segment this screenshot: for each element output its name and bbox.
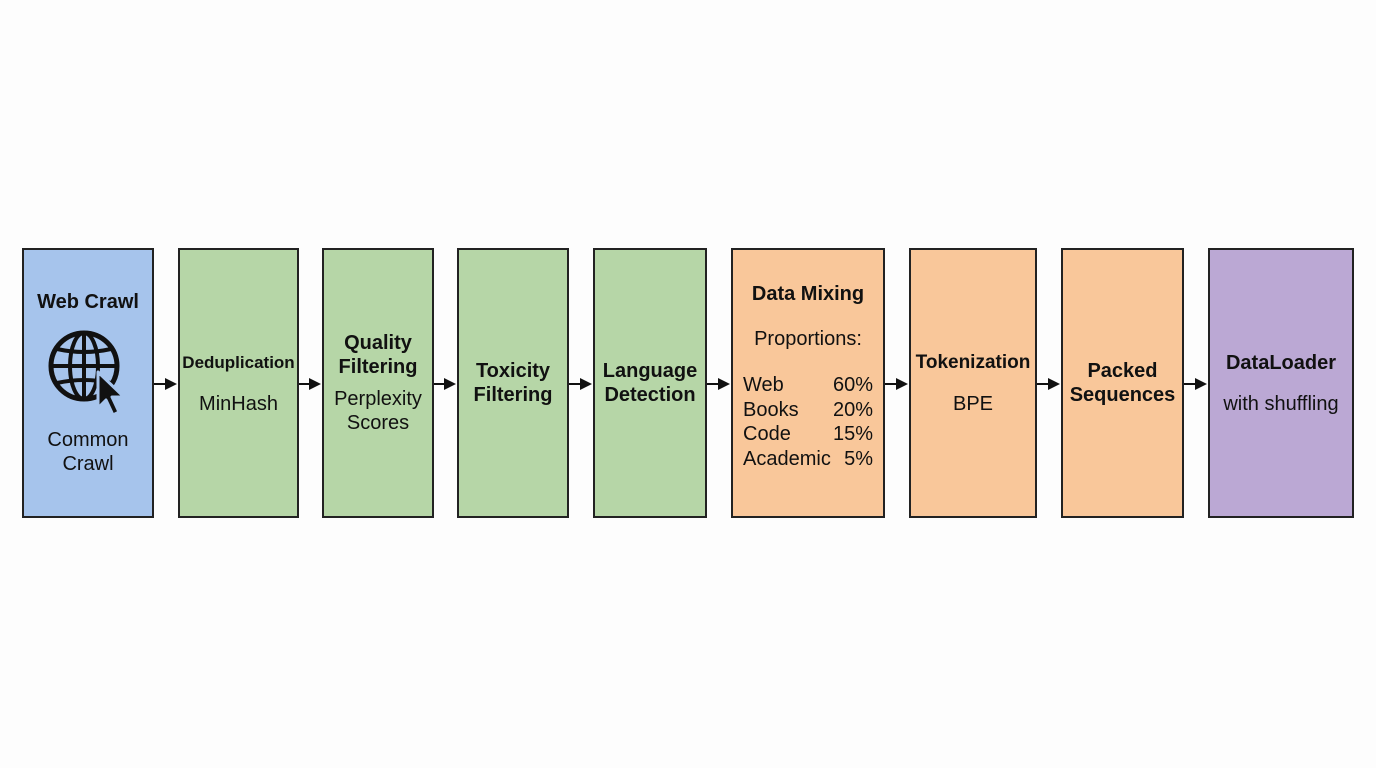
stage-title: Deduplication [182,352,295,372]
stage-title: Packed Sequences [1069,360,1176,406]
stage-data-mixing: Data Mixing Proportions: Web 60% Books 2… [731,248,885,518]
proportion-value: 20% [832,398,873,421]
stage-deduplication: Deduplication MinHash [178,248,299,518]
stage-subtitle: MinHash [199,392,278,415]
proportion-label: Code [743,423,791,445]
proportion-value: 60% [832,374,873,396]
arrow-right-icon [154,378,177,390]
proportion-row-academic: Academic 5% [743,447,873,472]
stage-title: DataLoader [1225,351,1337,374]
proportion-label: Web [743,374,784,396]
proportion-row-code: Code 15% [743,422,873,447]
stage-quality-filtering: Quality Filtering Perplexity Scores [322,248,434,518]
proportion-row-web: Web 60% [743,373,873,398]
proportion-row-books: Books 20% [743,398,873,423]
stage-title: Tokenization [915,351,1031,373]
stage-title: Toxicity Filtering [473,360,553,406]
stage-title: Quality Filtering [338,332,418,378]
arrow-right-icon [707,378,730,390]
stage-tokenization: Tokenization BPE [909,248,1037,518]
stage-title: Web Crawl [37,291,139,313]
stage-subtitle: with shuffling [1223,392,1339,415]
stage-subtitle: BPE [952,392,994,415]
stage-title: Language Detection [602,360,698,406]
stage-subtitle: Perplexity Scores [334,388,422,434]
stage-packed-sequences: Packed Sequences [1061,248,1184,518]
arrow-right-icon [299,378,321,390]
proportions-header: Proportions: [754,328,862,350]
proportions-table: Web 60% Books 20% Code 15% Academic 5% [743,373,873,471]
stage-dataloader: DataLoader with shuffling [1208,248,1354,518]
stage-toxicity-filtering: Toxicity Filtering [457,248,569,518]
proportion-label: Academic [743,447,831,470]
arrow-right-icon [1184,378,1207,390]
proportion-label: Books [743,398,799,421]
globe-cursor-icon [48,330,126,417]
proportion-value: 5% [844,447,873,470]
arrow-right-icon [1037,378,1060,390]
arrow-right-icon [434,378,456,390]
arrow-right-icon [885,378,908,390]
stage-web-crawl: Web Crawl Common Crawl [22,248,154,518]
stage-language-detection: Language Detection [593,248,707,518]
proportion-value: 15% [832,423,873,445]
arrow-right-icon [569,378,592,390]
stage-title: Data Mixing [751,283,865,305]
stage-subtitle: Common Crawl [47,429,129,475]
